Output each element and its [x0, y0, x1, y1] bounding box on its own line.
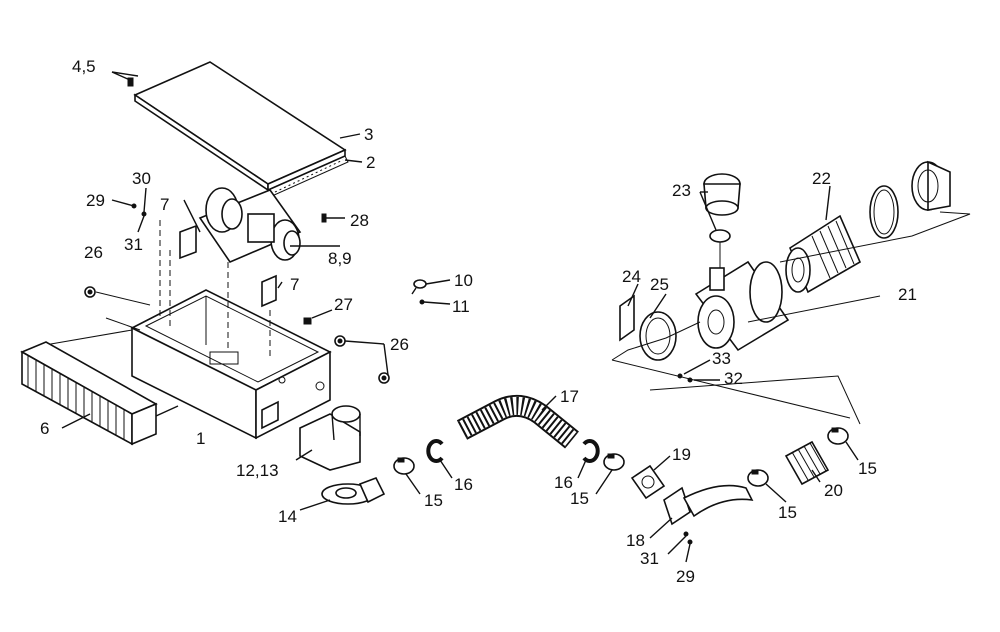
- label-7a: 7: [160, 195, 169, 214]
- grommet-part-26a: [84, 286, 96, 298]
- adapter-part-14: [321, 476, 386, 505]
- label-20: 20: [824, 481, 843, 500]
- label-19: 19: [672, 445, 691, 464]
- hose-part-17: [456, 394, 579, 449]
- label-4-5: 4,5: [72, 57, 96, 76]
- label-11: 11: [452, 297, 470, 316]
- cap-part-23: [703, 173, 741, 268]
- label-16a: 16: [454, 475, 473, 494]
- clamp-part-15a: [393, 457, 415, 475]
- bracket-part-24: [619, 294, 635, 342]
- outlet-part-12-13: [299, 405, 361, 471]
- label-2: 2: [366, 153, 375, 172]
- screw-part-11: [419, 299, 451, 305]
- label-29a: 29: [86, 191, 105, 210]
- blower-part-8-9: [198, 187, 302, 263]
- label-30: 30: [132, 169, 151, 188]
- label-24: 24: [622, 267, 641, 286]
- clamp-part-15b: [603, 453, 625, 471]
- label-18: 18: [626, 531, 645, 550]
- label-27: 27: [334, 295, 353, 314]
- label-31b: 31: [640, 549, 659, 568]
- label-21: 21: [898, 285, 917, 304]
- cover-part-3: [133, 61, 349, 197]
- clamp-part-15c: [747, 469, 769, 487]
- end-cap-part: [911, 160, 951, 211]
- bracket-part-7b: [261, 274, 283, 308]
- label-14: 14: [278, 507, 297, 526]
- label-22: 22: [812, 169, 831, 188]
- label-17: 17: [560, 387, 579, 406]
- label-26a: 26: [84, 243, 103, 262]
- grommet-part-26b: [334, 335, 390, 384]
- label-32: 32: [724, 369, 743, 388]
- label-25: 25: [650, 275, 669, 294]
- filter-element-part-22: [785, 214, 862, 294]
- flange-part-25: [639, 311, 677, 361]
- bracket-part-7a: [179, 199, 201, 260]
- label-1: 1: [196, 429, 205, 448]
- label-12-13: 12,13: [236, 461, 279, 480]
- fitting-part-10: [411, 279, 451, 295]
- label-33: 33: [712, 349, 731, 368]
- elbow-part-18: [663, 484, 754, 526]
- label-15d: 15: [858, 459, 877, 478]
- label-29b: 29: [676, 567, 695, 586]
- label-28: 28: [350, 211, 369, 230]
- housing-part-1: [130, 289, 332, 440]
- label-15a: 15: [424, 491, 443, 510]
- label-10: 10: [454, 271, 473, 290]
- plate-part-19: [630, 464, 666, 500]
- clamp-ring-part: [869, 185, 899, 239]
- ring-part-16b: [582, 439, 600, 463]
- label-31a: 31: [124, 235, 143, 254]
- label-8-9: 8,9: [328, 249, 352, 268]
- label-15c: 15: [778, 503, 797, 522]
- ring-part-16a: [426, 439, 444, 463]
- filter-housing-part-21: [694, 260, 790, 352]
- heater-core-part-6: [20, 341, 179, 446]
- clip-4-5: [111, 71, 139, 87]
- label-15b: 15: [570, 489, 589, 508]
- clamp-part-15d: [827, 427, 849, 445]
- label-16b: 16: [554, 473, 573, 492]
- label-6: 6: [40, 419, 49, 438]
- hose-part-20: [784, 440, 830, 486]
- label-26b: 26: [390, 335, 409, 354]
- label-3: 3: [364, 125, 373, 144]
- label-7b: 7: [290, 275, 299, 294]
- label-23: 23: [672, 181, 691, 200]
